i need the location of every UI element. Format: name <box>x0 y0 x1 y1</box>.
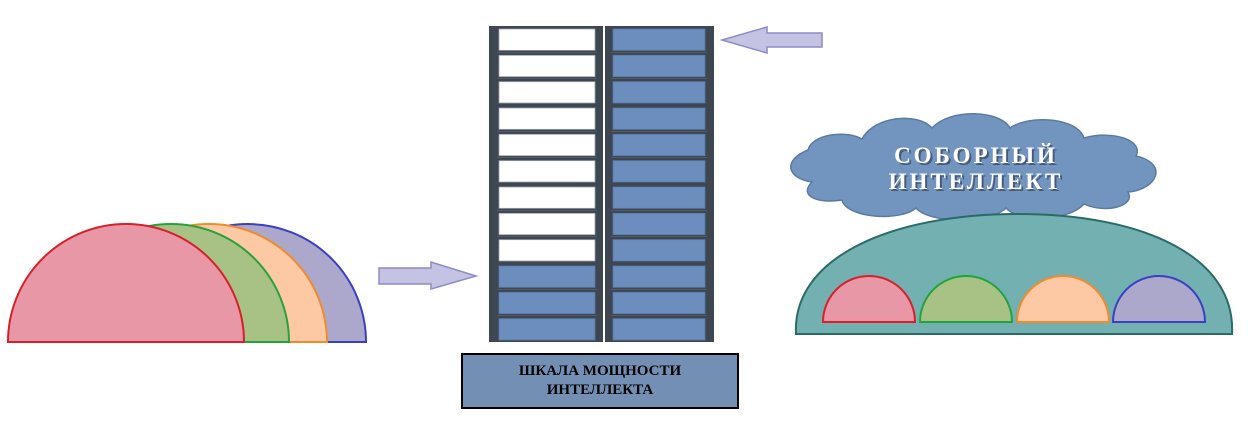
cloud-title-line1: СОБОРНЫЙ <box>894 143 1058 168</box>
scale-cell-right-filled <box>612 133 706 157</box>
scale-right-rail <box>605 26 611 342</box>
cloud-group: СОБОРНЫЙ ИНТЕЛЛЕКТ <box>790 113 1157 221</box>
scale-cell-left-empty <box>498 28 596 51</box>
scale-left-rail <box>489 26 497 342</box>
scale-cell-left-empty <box>498 212 596 236</box>
individual-intellects-group <box>6 223 368 343</box>
cloud-title-line2: ИНТЕЛЛЕКТ <box>889 169 1064 194</box>
scale-cell-left-empty <box>498 54 596 78</box>
small-green-dome <box>918 275 1014 323</box>
scale-caption-line1: ШКАЛА МОЩНОСТИ <box>518 363 682 379</box>
scale-right-rail <box>707 26 714 342</box>
scale-cell-right-filled <box>612 28 706 51</box>
scale-cell-right-filled <box>612 160 706 183</box>
scale-cell-right-filled <box>612 318 706 341</box>
arrow-left-icon <box>719 26 823 54</box>
scale-cell-left-empty <box>498 160 596 183</box>
scale-caption-line2: ИНТЕЛЛЕКТА <box>546 382 654 398</box>
scale-cell-left-empty <box>498 107 596 130</box>
arrow-right-icon <box>378 260 479 290</box>
scale-cell-right-filled <box>612 291 706 315</box>
collective-dome-group <box>794 212 1234 335</box>
scale-cell-left-empty <box>498 133 596 157</box>
scale-caption-box: ШКАЛА МОЩНОСТИ ИНТЕЛЛЕКТА <box>461 353 739 409</box>
scale-cell-right-filled <box>612 186 706 209</box>
scale-cell-left-filled <box>498 291 596 315</box>
scale-cell-right-filled <box>612 81 706 104</box>
scale-cell-left-empty <box>498 81 596 104</box>
red-half-dome <box>6 223 246 343</box>
scale-cell-right-filled <box>612 212 706 236</box>
small-red-dome <box>821 275 917 323</box>
scale-cell-right-filled <box>612 265 706 288</box>
cloud-shape <box>790 113 1157 221</box>
intelligence-scale <box>489 26 714 342</box>
scale-cell-right-filled <box>612 54 706 78</box>
small-orange-dome <box>1015 275 1111 323</box>
small-purple-dome <box>1111 275 1207 323</box>
scale-cell-right-filled <box>612 239 706 262</box>
scale-left-rail <box>597 26 603 342</box>
scale-cell-left-empty <box>498 186 596 209</box>
scale-cell-left-filled <box>498 265 596 288</box>
scale-cell-right-filled <box>612 107 706 130</box>
scale-cell-left-filled <box>498 318 596 341</box>
scale-cell-left-empty <box>498 239 596 262</box>
